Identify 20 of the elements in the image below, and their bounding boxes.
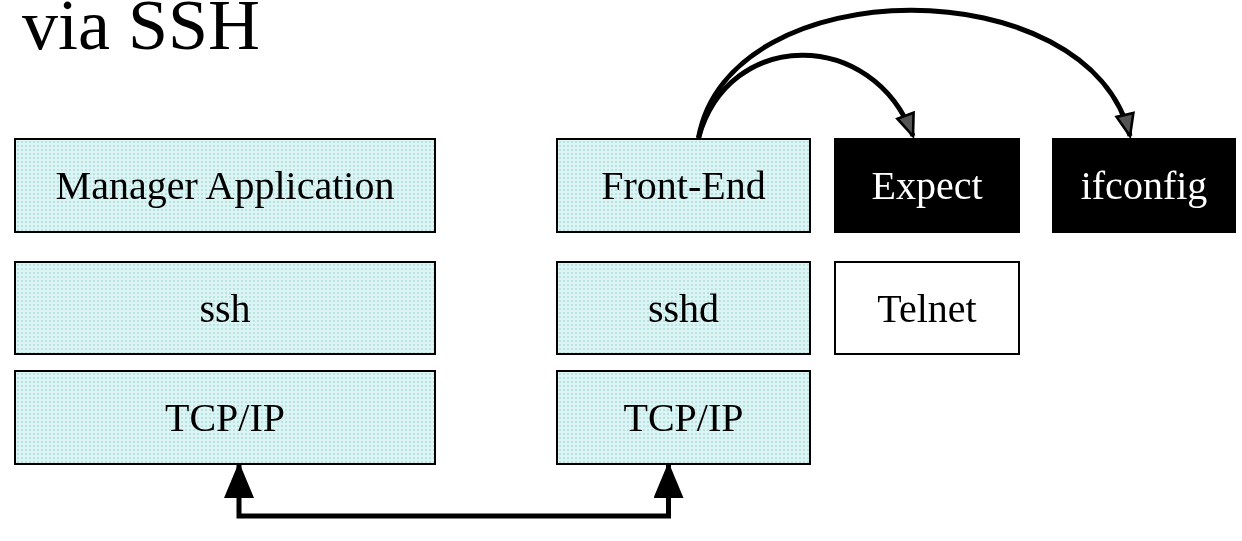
tool-box bbox=[834, 138, 1020, 233]
tool-box bbox=[1052, 138, 1236, 233]
box-label: Telnet bbox=[877, 284, 977, 332]
box-label: Manager Application bbox=[55, 162, 395, 209]
box-label: TCP/IP bbox=[164, 394, 285, 441]
layer-box bbox=[14, 261, 436, 355]
box-label: sshd bbox=[647, 284, 720, 332]
box-label: ssh bbox=[199, 284, 251, 332]
layer-box bbox=[556, 138, 811, 233]
layer-box bbox=[14, 138, 436, 233]
layer-box bbox=[556, 261, 811, 355]
layer-box bbox=[556, 370, 811, 465]
title: via SSH bbox=[22, 0, 261, 66]
process-box bbox=[834, 261, 1020, 355]
box-label: TCP/IP bbox=[623, 394, 744, 441]
box-label: ifconfig bbox=[1080, 162, 1208, 209]
box-label: Front-End bbox=[601, 162, 766, 209]
arrow bbox=[696, 7, 1133, 139]
box-label: Expect bbox=[871, 162, 983, 209]
layer-box bbox=[14, 370, 436, 465]
